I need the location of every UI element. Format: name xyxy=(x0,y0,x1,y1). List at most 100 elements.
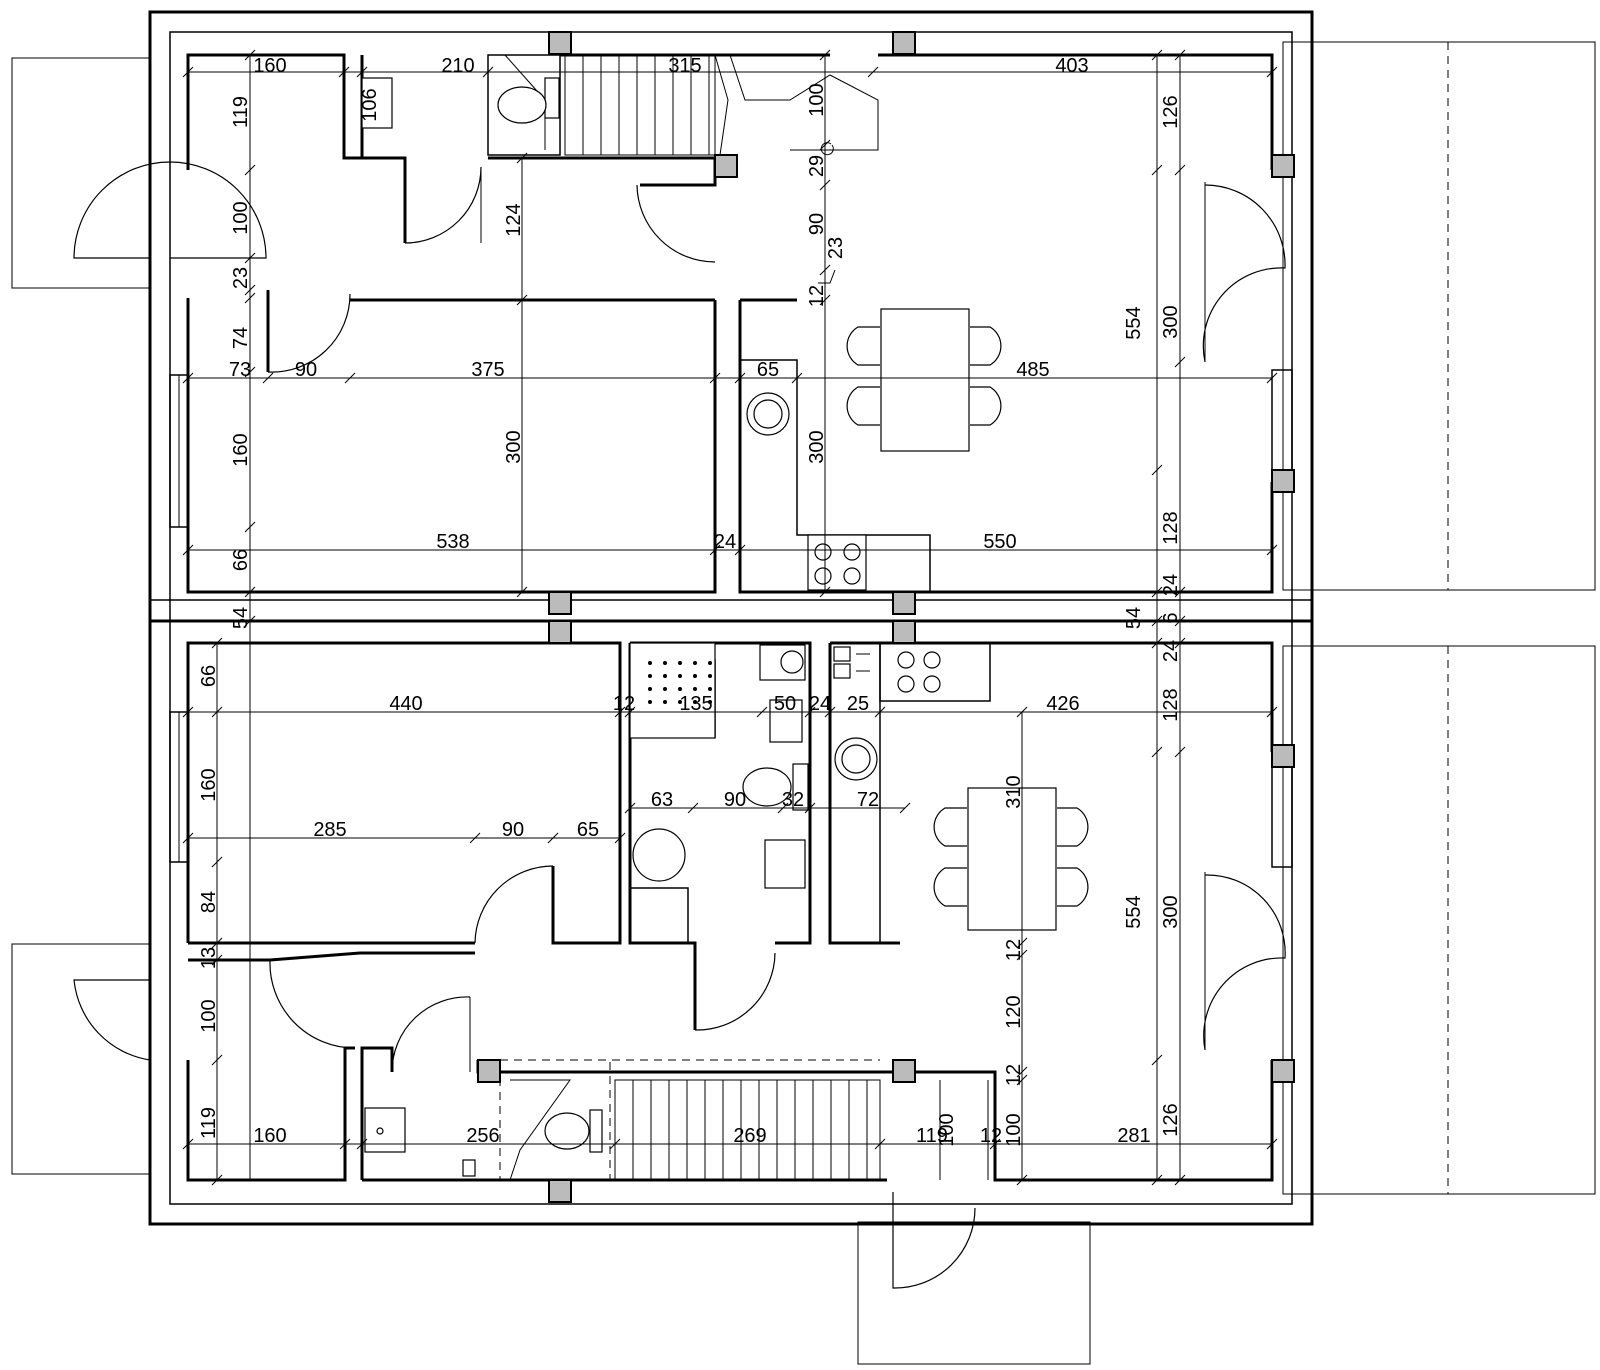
dim-label: 90 xyxy=(295,359,317,381)
dimension-ticks xyxy=(182,49,1278,1186)
dim-label: 375 xyxy=(471,359,504,381)
dim-tick xyxy=(182,372,194,384)
dim-tick xyxy=(624,706,636,718)
shower-drain-dot xyxy=(648,674,652,678)
dim-label: 74 xyxy=(230,327,252,349)
dim-label: 285 xyxy=(313,819,346,841)
dim-label: 256 xyxy=(466,1125,499,1147)
dim-tick xyxy=(244,521,256,533)
dim-tick xyxy=(211,706,223,718)
shower-drain-dot xyxy=(663,700,667,704)
dim-label: 100 xyxy=(230,201,252,234)
dim-tick xyxy=(1151,615,1163,627)
dim-label: 23 xyxy=(825,237,847,259)
dim-tick xyxy=(211,937,223,949)
dim-label: 128 xyxy=(1160,511,1182,544)
dim-tick xyxy=(1174,164,1186,176)
outer-walls xyxy=(148,10,1314,1226)
dim-label: 23 xyxy=(230,267,252,289)
dim-tick xyxy=(182,544,194,556)
dim-tick xyxy=(709,544,721,556)
dim-tick xyxy=(1266,66,1278,78)
dim-tick xyxy=(1174,356,1186,368)
dim-tick xyxy=(244,49,256,61)
dim-label: 119 xyxy=(198,1107,220,1139)
shower-drain-dot xyxy=(708,687,712,691)
dim-label: 126 xyxy=(1160,1103,1182,1136)
dim-label: 100 xyxy=(198,999,220,1032)
dim-label: 73 xyxy=(229,359,251,381)
dim-label: 24 xyxy=(1160,640,1182,662)
stair-winder xyxy=(714,54,729,156)
dim-tick xyxy=(244,252,256,264)
shower-drain-dot xyxy=(678,661,682,665)
dim-tick xyxy=(756,706,768,718)
dim-tick xyxy=(182,832,194,844)
stair-winder xyxy=(509,1079,571,1181)
dimension-labels: 160 210 315 403 73 90 375 65 485 538 24 … xyxy=(198,55,1182,1147)
dim-label: 119 xyxy=(916,1125,948,1147)
dim-label: 160 xyxy=(198,768,220,801)
dim-tick xyxy=(1016,1174,1028,1186)
dim-tick xyxy=(244,615,256,627)
dim-label: 403 xyxy=(1055,55,1088,77)
dim-label: 32 xyxy=(782,789,804,811)
shower-drain-dot xyxy=(708,661,712,665)
dim-tick xyxy=(1151,1054,1163,1066)
exterior-outlines xyxy=(11,41,1596,1365)
dim-label: 90 xyxy=(724,789,746,811)
dim-label: 128 xyxy=(1160,688,1182,721)
dim-tick xyxy=(356,66,368,78)
dim-tick xyxy=(1016,937,1028,949)
dim-tick xyxy=(609,1138,621,1150)
dim-tick xyxy=(482,66,494,78)
dim-label: 12 xyxy=(1003,939,1025,961)
dim-tick xyxy=(469,832,481,844)
dim-label: 63 xyxy=(651,789,673,811)
dim-tick xyxy=(182,66,194,78)
dim-label: 315 xyxy=(668,55,701,77)
dim-tick xyxy=(516,294,528,306)
dim-label: 54 xyxy=(1123,607,1145,629)
dim-label: 310 xyxy=(1003,775,1025,808)
dim-label: 100 xyxy=(936,1113,958,1146)
dim-label: 12 xyxy=(806,285,828,307)
dim-tick xyxy=(777,802,789,814)
shower-drain-dot xyxy=(693,700,697,704)
shower-drain-dot xyxy=(663,661,667,665)
shower-drain-dot xyxy=(648,661,652,665)
dim-tick xyxy=(1266,372,1278,384)
dim-tick xyxy=(1266,544,1278,556)
dim-tick xyxy=(1266,1138,1278,1150)
doors xyxy=(73,161,1286,1289)
dim-label: 426 xyxy=(1046,693,1079,715)
dim-tick xyxy=(244,284,256,296)
dim-tick xyxy=(1016,1074,1028,1086)
dim-tick xyxy=(819,49,831,61)
dim-label: 66 xyxy=(230,549,252,571)
dim-tick xyxy=(874,1138,886,1150)
dim-tick xyxy=(819,294,831,306)
windows xyxy=(169,369,1293,868)
stair-void xyxy=(499,1059,611,1181)
dim-tick xyxy=(819,586,831,598)
shower-drain-dot xyxy=(663,687,667,691)
dim-tick xyxy=(1174,1174,1186,1186)
dim-tick xyxy=(734,372,746,384)
dim-label: 124 xyxy=(503,203,525,236)
dim-label: 210 xyxy=(441,55,474,77)
dim-tick xyxy=(211,1054,223,1066)
dim-label: 135 xyxy=(679,693,712,715)
columns xyxy=(477,31,1295,1203)
dim-label: 13 xyxy=(198,947,220,969)
dim-label: 160 xyxy=(253,1125,286,1147)
staircase-bottom xyxy=(614,1079,881,1181)
dim-label: 160 xyxy=(253,55,286,77)
dim-tick xyxy=(1151,1174,1163,1186)
dim-label: 300 xyxy=(1160,305,1182,338)
dim-label: 54 xyxy=(230,607,252,629)
dim-tick xyxy=(244,164,256,176)
dim-label: 25 xyxy=(847,693,869,715)
dim-label: 24 xyxy=(714,531,736,553)
